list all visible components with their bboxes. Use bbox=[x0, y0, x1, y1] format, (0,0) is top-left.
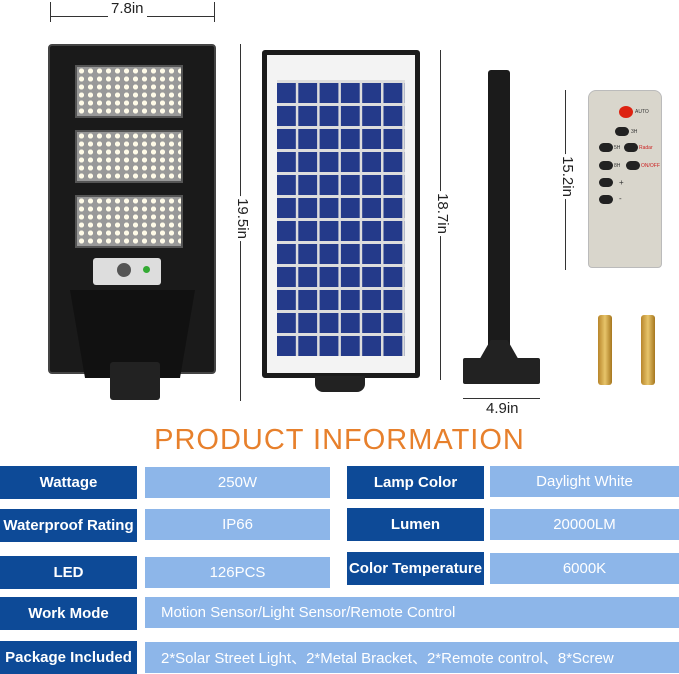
screw-image bbox=[641, 315, 655, 385]
led-panel bbox=[75, 130, 183, 183]
spec-label: Waterproof Rating bbox=[0, 509, 137, 542]
spec-value: 6000K bbox=[490, 553, 679, 584]
spec-label: Color Temperature bbox=[347, 552, 484, 585]
remote-height-dimension: 15.2in bbox=[558, 154, 576, 199]
bracket-gusset bbox=[478, 340, 520, 362]
remote-label: Radar bbox=[639, 145, 653, 151]
spec-label: Lumen bbox=[347, 508, 484, 541]
pole-bracket-image bbox=[488, 70, 510, 360]
spec-value: 2*Solar Street Light、2*Metal Bracket、2*R… bbox=[145, 642, 679, 673]
spec-label: LED bbox=[0, 556, 137, 589]
remote-label: - bbox=[619, 194, 622, 203]
screw-image bbox=[598, 315, 612, 385]
spec-value: 250W bbox=[145, 467, 330, 498]
led-panel bbox=[75, 65, 183, 118]
spec-value: Daylight White bbox=[490, 466, 679, 497]
remote-label: ON/OFF bbox=[641, 163, 660, 169]
dimension-line bbox=[463, 398, 540, 399]
spec-label: Package Included bbox=[0, 641, 137, 674]
dimension-tick bbox=[214, 2, 215, 22]
remote-label: 8H bbox=[614, 163, 621, 169]
remote-control-image: AUTO 3H 5H Radar 8H ON/OFF + - bbox=[588, 90, 662, 268]
spec-label: Wattage bbox=[0, 466, 137, 499]
remote-label: 5H bbox=[614, 145, 621, 151]
lamp-height-dimension: 19.5in bbox=[233, 196, 251, 241]
spec-label: Lamp Color bbox=[347, 466, 484, 499]
panel-bracket bbox=[315, 376, 365, 392]
solar-cells bbox=[277, 80, 405, 356]
width-dimension: 7.8in bbox=[108, 0, 147, 17]
spec-value: 20000LM bbox=[490, 509, 679, 540]
section-title: PRODUCT INFORMATION bbox=[154, 424, 525, 456]
sensor-module bbox=[93, 258, 161, 285]
remote-label: + bbox=[619, 178, 624, 187]
spec-label: Work Mode bbox=[0, 597, 137, 630]
led-panel bbox=[75, 195, 183, 248]
spec-value: IP66 bbox=[145, 509, 330, 540]
spec-value: 126PCS bbox=[145, 557, 330, 588]
dimension-tick bbox=[50, 2, 51, 22]
bracket-base bbox=[463, 358, 540, 384]
bracket-width-dimension: 4.9in bbox=[486, 400, 519, 417]
remote-auto-label: AUTO bbox=[635, 109, 649, 115]
spec-value: Motion Sensor/Light Sensor/Remote Contro… bbox=[145, 597, 679, 628]
remote-label: 3H bbox=[631, 129, 638, 135]
panel-height-dimension: 18.7in bbox=[433, 191, 451, 236]
